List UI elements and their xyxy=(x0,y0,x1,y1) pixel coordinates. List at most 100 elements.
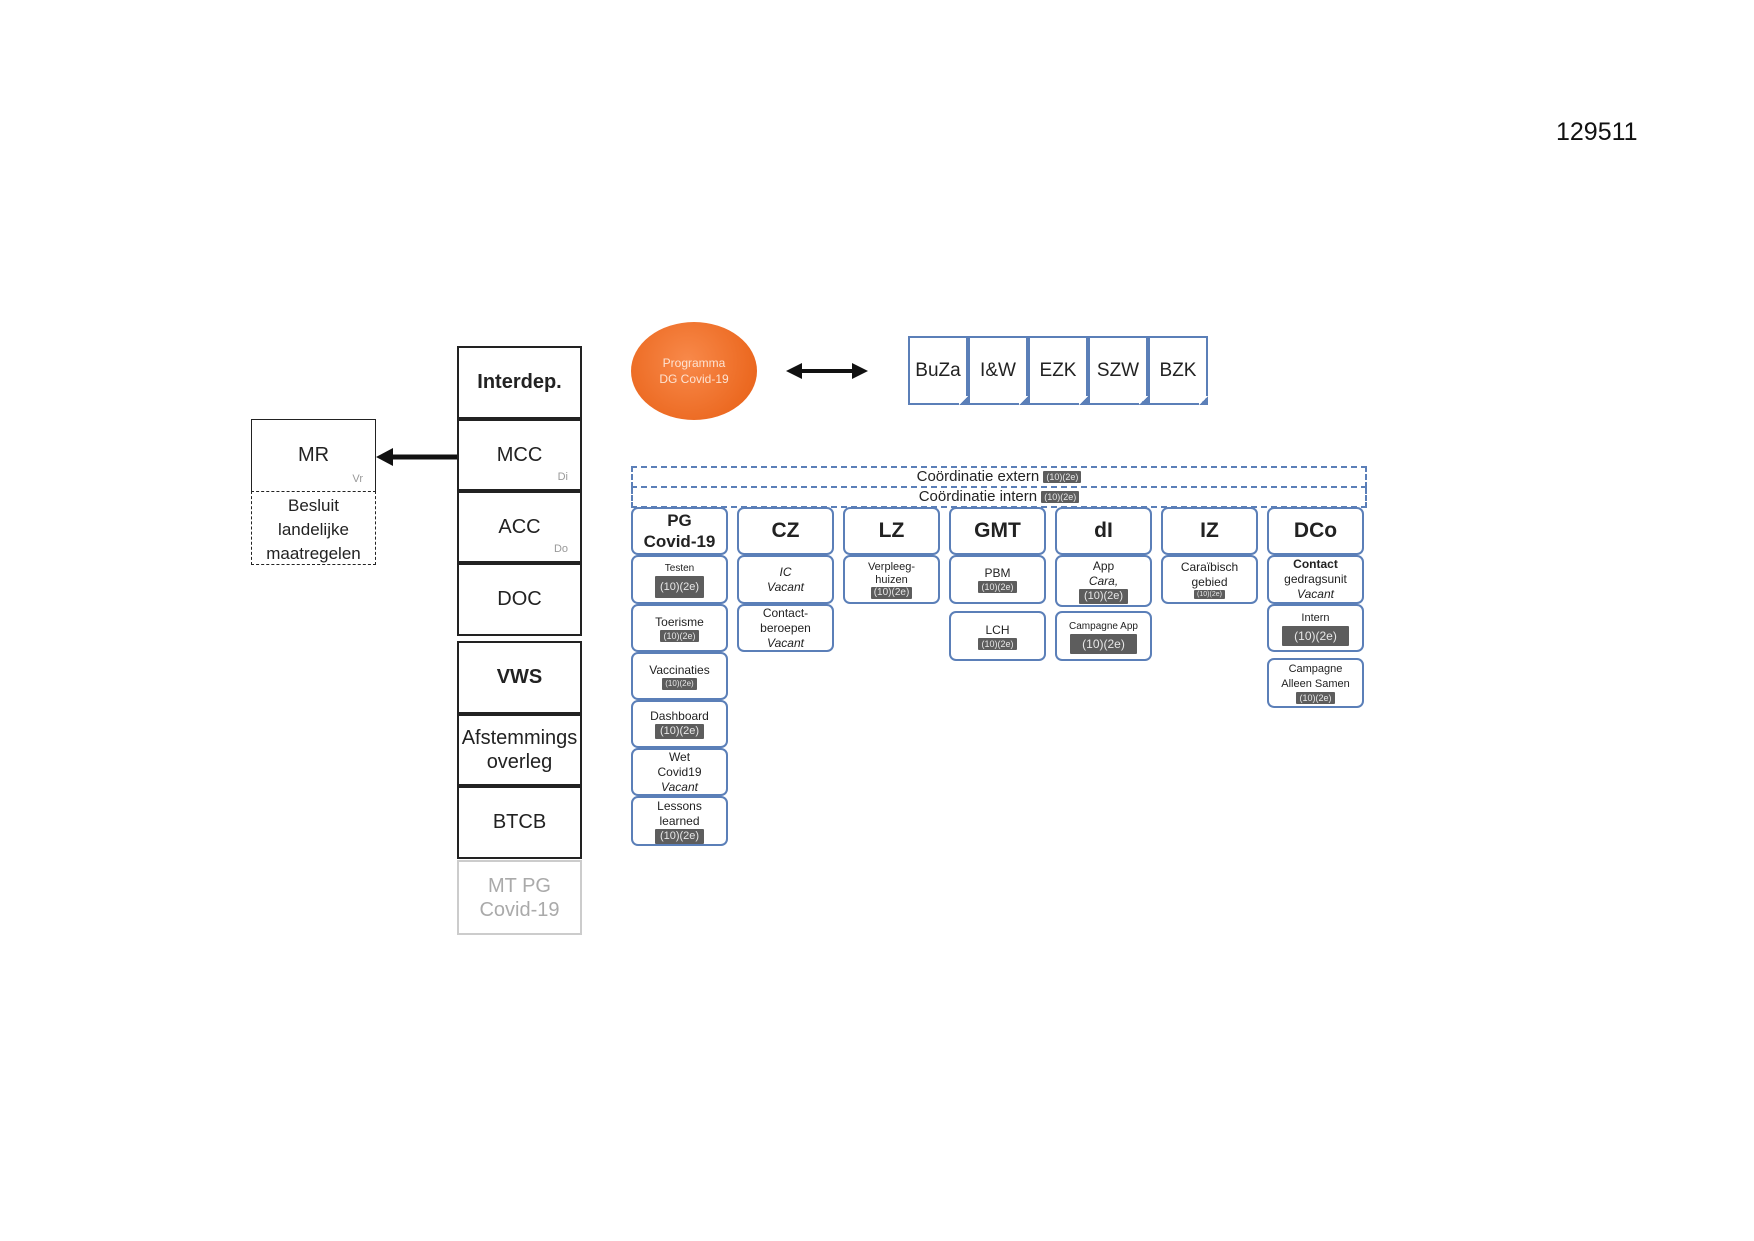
redaction-mark: (10)(2e) xyxy=(978,637,1017,650)
mcc-box: MCC Di xyxy=(457,419,582,491)
ministry-ezk: EZK xyxy=(1028,336,1088,405)
mt-pg-box: MT PG Covid-19 xyxy=(457,860,582,935)
campagne-line: Campagne xyxy=(1288,663,1343,675)
mcc-tag: Di xyxy=(557,471,568,483)
afstemming-line: overleg xyxy=(486,751,553,773)
verpleeg-line: huizen xyxy=(875,573,908,586)
column-head-iz: IZ xyxy=(1161,507,1258,555)
coordinatie-intern-bar: Coördinatie intern (10)(2e) xyxy=(631,488,1367,508)
vacant-label: Vacant xyxy=(767,579,804,594)
redaction-mark: (10)(2e) xyxy=(1043,471,1082,484)
di-label: dI xyxy=(1094,519,1113,542)
lessons-line: Lessons xyxy=(657,798,702,813)
decision-line: maatregelen xyxy=(266,544,361,563)
dco-label: DCo xyxy=(1293,519,1338,542)
vws-box: VWS xyxy=(457,641,582,714)
pg-lessons-learned-box: Lessons learned (10)(2e) xyxy=(631,796,728,846)
vws-label: VWS xyxy=(496,666,543,688)
caraibisch-line: Caraïbisch xyxy=(1180,560,1239,574)
vacant-label: Vacant xyxy=(1297,587,1334,601)
cz-label: CZ xyxy=(771,519,800,542)
pg-vaccinaties-box: Vaccinaties (10)(2e) xyxy=(631,652,728,700)
pbm-label: PBM xyxy=(984,566,1011,580)
gmt-lch-box: LCH (10)(2e) xyxy=(949,611,1046,661)
redaction-mark: (10)(2e) xyxy=(1070,633,1137,654)
lch-label: LCH xyxy=(985,622,1010,637)
column-head-cz: CZ xyxy=(737,507,834,555)
dco-contact-gedragsunit-box: Contact gedragsunit Vacant xyxy=(1267,555,1364,604)
verpleeg-line: Verpleeg- xyxy=(867,560,916,573)
mr-decision-box: Besluit landelijke maatregelen xyxy=(251,491,376,565)
pg-testen-box: Testen (10)(2e) xyxy=(631,555,728,604)
app-label: App xyxy=(1092,558,1115,573)
vacant-label: Vacant xyxy=(767,635,804,650)
toerisme-label: Toerisme xyxy=(655,614,704,629)
coordinatie-extern-label: Coördinatie extern xyxy=(916,468,1040,485)
doc-label: DOC xyxy=(497,588,542,610)
cz-contactberoepen-box: Contact- beroepen Vacant xyxy=(737,604,834,652)
intern-label: Intern xyxy=(1301,611,1330,624)
programma-line: DG Covid-19 xyxy=(659,372,729,386)
di-campagne-app-box: Campagne App (10)(2e) xyxy=(1055,611,1152,661)
mr-label: MR xyxy=(297,444,330,466)
btcb-label: BTCB xyxy=(492,811,547,833)
pg-wet-covid-box: Wet Covid19 Vacant xyxy=(631,748,728,796)
ministry-label: BuZa xyxy=(915,359,961,381)
cara-label: Cara, xyxy=(1088,573,1119,588)
programma-line: Programma xyxy=(662,356,726,370)
ministry-label: EZK xyxy=(1039,359,1077,381)
contact-line: gedragsunit xyxy=(1284,572,1347,586)
ministry-iw: I&W xyxy=(968,336,1028,405)
decision-line: landelijke xyxy=(278,520,349,539)
vaccinaties-label: Vaccinaties xyxy=(649,662,710,677)
double-arrow-icon xyxy=(786,363,868,379)
redaction-mark: (10)(2e) xyxy=(654,576,705,598)
redaction-mark: (10)(2e) xyxy=(654,828,705,844)
ministry-bzk: BZK xyxy=(1148,336,1208,405)
ministry-buza: BuZa xyxy=(908,336,968,405)
redaction-mark: (10)(2e) xyxy=(978,581,1017,593)
dashboard-label: Dashboard xyxy=(650,709,709,723)
programma-dg-covid-ellipse: Programma DG Covid-19 xyxy=(631,322,757,420)
pg-toerisme-box: Toerisme (10)(2e) xyxy=(631,604,728,652)
interdep-box: Interdep. xyxy=(457,346,582,419)
btcb-box: BTCB xyxy=(457,786,582,859)
mtpg-line: MT PG xyxy=(488,874,551,897)
dco-intern-box: Intern (10)(2e) xyxy=(1267,604,1364,652)
mr-box: MR Vr xyxy=(251,419,376,491)
caraibisch-line: gebied xyxy=(1191,575,1228,589)
iz-label: IZ xyxy=(1200,519,1219,542)
lessons-line: learned xyxy=(659,813,700,828)
mtpg-line: Covid-19 xyxy=(479,898,560,921)
contact-line: Contact- xyxy=(762,605,809,620)
column-head-lz: LZ xyxy=(843,507,940,555)
gmt-label: GMT xyxy=(974,519,1021,542)
dco-campagne-alleen-samen-box: Campagne Alleen Samen (10)(2e) xyxy=(1267,658,1364,708)
pg-dashboard-box: Dashboard (10)(2e) xyxy=(631,700,728,748)
gmt-pbm-box: PBM (10)(2e) xyxy=(949,555,1046,604)
lz-label: LZ xyxy=(878,519,905,542)
interdep-label: Interdep. xyxy=(477,371,562,393)
afstemming-line: Afstemmings xyxy=(461,727,578,749)
mcc-label: MCC xyxy=(496,443,543,466)
di-app-box: App Cara, (10)(2e) xyxy=(1055,555,1152,607)
redaction-mark: (10)(2e) xyxy=(1282,625,1349,646)
acc-tag: Do xyxy=(553,543,568,555)
mr-tag: Vr xyxy=(352,473,363,485)
ministry-label: I&W xyxy=(980,359,1016,381)
pg-line: Covid-19 xyxy=(643,532,716,551)
cz-ic-box: IC Vacant xyxy=(737,555,834,604)
wet-line: Covid19 xyxy=(657,764,702,779)
campagne-app-label: Campagne App xyxy=(1069,620,1138,632)
contact-line: beroepen xyxy=(760,620,811,635)
redaction-mark: (10)(2e) xyxy=(870,586,913,599)
ministry-label: SZW xyxy=(1096,359,1140,381)
afstemmingsoverleg-box: Afstemmings overleg xyxy=(457,714,582,786)
arrow-left-icon xyxy=(376,448,458,466)
redaction-mark: (10)(2e) xyxy=(1296,692,1335,704)
redaction-mark: (10)(2e) xyxy=(654,724,705,739)
column-head-dco: DCo xyxy=(1267,507,1364,555)
coordinatie-intern-label: Coördinatie intern xyxy=(918,488,1038,505)
vacant-label: Vacant xyxy=(661,779,698,794)
redaction-mark: (10)(2e) xyxy=(662,677,697,690)
